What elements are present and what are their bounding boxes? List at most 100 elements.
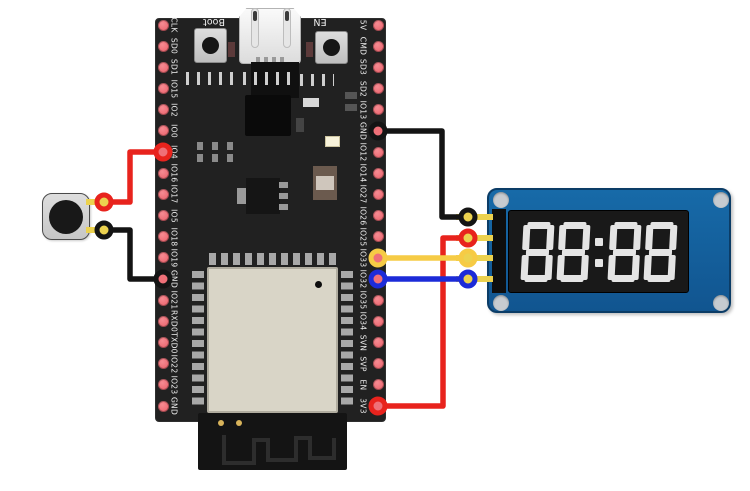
pin-hole-txd0[interactable] [157, 337, 169, 348]
pin-hole-io19[interactable] [157, 252, 169, 264]
pin-label-io12: IO12 [358, 142, 368, 162]
pin-hole-io34[interactable] [372, 315, 384, 327]
wire-connector-io32-to-display[interactable] [458, 269, 478, 289]
pin-hole-io25[interactable] [372, 231, 384, 243]
pin-hole-io26[interactable] [372, 210, 384, 221]
module-pads-top [209, 253, 337, 265]
pin-label-sd3: SD3 [358, 59, 368, 76]
smd-component [197, 142, 241, 150]
regulator-tab [237, 188, 247, 204]
pin-label-sd0: SD0 [169, 38, 179, 55]
wire-connector-pushbutton-to-gnd[interactable] [153, 269, 173, 289]
wire-connector-3v3-to-display[interactable] [458, 228, 478, 248]
usb-slot-left [251, 8, 259, 48]
en-button[interactable] [315, 31, 348, 64]
smd-component [296, 118, 304, 132]
pin-label-io15: IO15 [169, 79, 179, 98]
wire-connector-3v3-to-display[interactable] [368, 396, 388, 416]
wire-pushbutton-to-io4[interactable] [101, 149, 166, 205]
pin-hole-svn[interactable] [372, 337, 384, 348]
pin-hole-io14[interactable] [372, 167, 384, 179]
antenna-test-pad [236, 420, 242, 426]
pin-label-io21: IO21 [169, 290, 179, 310]
pin-hole-gnd[interactable] [157, 400, 169, 412]
pin-label-sd1: SD1 [169, 59, 179, 76]
usb-solder-pins [256, 57, 286, 64]
pin-hole-io13[interactable] [372, 104, 384, 116]
led [325, 136, 340, 147]
pin-hole-clk[interactable] [157, 19, 169, 31]
pin-label-io23: IO23 [169, 375, 179, 395]
pin-hole-rxd0[interactable] [157, 315, 169, 327]
mounting-hole [493, 192, 509, 208]
pin-hole-svp[interactable] [372, 358, 384, 370]
wire-3v3-to-display[interactable] [375, 235, 471, 409]
pin-label-io32: IO32 [358, 269, 368, 289]
pin-label-io2: IO2 [169, 102, 179, 117]
pin-hole-sd1[interactable] [157, 61, 169, 73]
pin-hole-io12[interactable] [372, 146, 384, 158]
pin-label-io22: IO22 [169, 354, 179, 374]
wire-connector-io33-to-display[interactable] [458, 248, 478, 268]
voltage-regulator [246, 178, 280, 214]
pin-label-io27: IO27 [358, 184, 368, 204]
pin-label-io34: IO34 [358, 311, 368, 331]
wire-connector-gnd-to-display[interactable] [368, 121, 388, 141]
pin-hole-io18[interactable] [157, 231, 169, 243]
usb-slot-right [283, 8, 291, 48]
pin-label-io0: IO0 [169, 123, 179, 138]
pin-hole-io23[interactable] [157, 379, 169, 391]
smd-component [243, 72, 295, 85]
push-button[interactable] [42, 193, 90, 240]
pin-label-io18: IO18 [169, 227, 179, 247]
pin-label-io5: IO5 [169, 208, 179, 223]
pin-hole-io22[interactable] [157, 358, 169, 370]
pin-hole-io5[interactable] [157, 210, 169, 221]
wire-connector-io33-to-display[interactable] [368, 248, 388, 268]
pin-label-io17: IO17 [169, 184, 179, 204]
pin-label-io35: IO35 [358, 290, 368, 310]
wire-connector-pushbutton-to-gnd[interactable] [94, 220, 114, 240]
pin-label-3v3: 3V3 [358, 398, 368, 414]
pin1-dot [315, 281, 322, 288]
pin-label-en: EN [358, 379, 368, 391]
smd-component [345, 104, 357, 111]
pin-hole-cmd[interactable] [372, 40, 384, 52]
pin-hole-io21[interactable] [157, 294, 169, 306]
wire-connector-pushbutton-to-io4[interactable] [153, 142, 173, 162]
mounting-hole [713, 192, 729, 208]
esp32-wroom-module [207, 267, 338, 413]
display-pin-header [492, 209, 506, 293]
pin-hole-io17[interactable] [157, 188, 169, 200]
pin-hole-io35[interactable] [372, 294, 384, 306]
module-pads-left [192, 271, 204, 409]
push-button-cap [49, 199, 83, 234]
pin-hole-sd3[interactable] [372, 61, 384, 73]
smd-component [197, 154, 241, 162]
smd-component [306, 42, 313, 57]
pin-label-svp: SVP [358, 355, 368, 372]
wire-connector-io32-to-display[interactable] [368, 269, 388, 289]
pin-hole-sd0[interactable] [157, 40, 169, 52]
wire-connector-gnd-to-display[interactable] [458, 207, 478, 227]
pin-hole-io15[interactable] [157, 83, 169, 94]
smd-component [300, 74, 334, 86]
boot-button[interactable] [194, 28, 227, 63]
wire-connector-pushbutton-to-io4[interactable] [94, 192, 114, 212]
regulator-legs [279, 182, 288, 212]
pin-hole-io27[interactable] [372, 188, 384, 200]
pin-hole-io2[interactable] [157, 104, 169, 116]
seven-segment-display-module[interactable] [487, 188, 731, 313]
pin-hole-io16[interactable] [157, 167, 169, 179]
pin-label-cmd: CMD [358, 36, 368, 56]
pin-label-io19: IO19 [169, 248, 179, 268]
pin-label-rxd0: RXD0 [169, 310, 179, 333]
pin-hole-io0[interactable] [157, 125, 169, 137]
wire-gnd-to-display[interactable] [375, 128, 471, 220]
pin-hole-5v[interactable] [372, 19, 384, 31]
wire-pushbutton-to-gnd[interactable] [101, 227, 166, 282]
pin-hole-en[interactable] [372, 379, 384, 391]
pin-hole-sd2[interactable] [372, 83, 384, 94]
